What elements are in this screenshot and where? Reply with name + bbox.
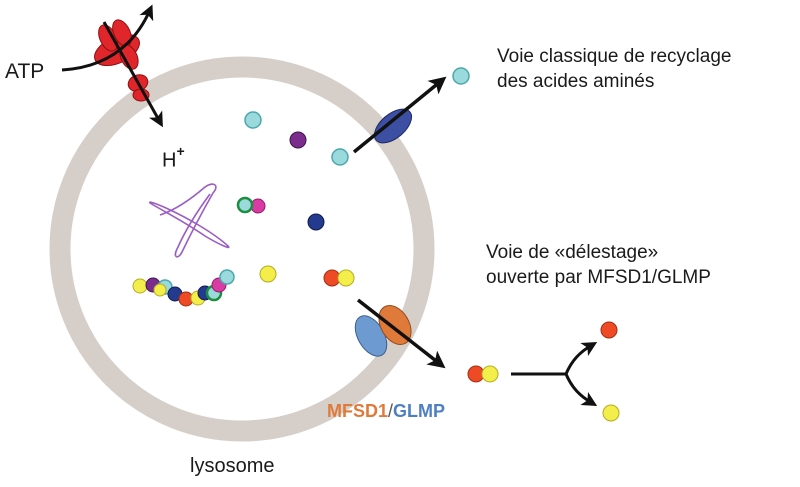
proton-label: H+ [162,143,185,172]
classic-pathway-label: Voie classique de recyclage des acides a… [497,44,731,94]
exported-yellow-residue [481,365,499,383]
proton-charge: + [176,143,185,159]
proton-influx-arrow [102,21,163,128]
glmp-label: GLMP [393,401,446,421]
delestage-pathway-label: Voie de «délestage» ouverte par MFSD1/GL… [486,240,711,290]
amino-acid-green [236,196,254,214]
released-yellow-amino-acid [602,404,620,422]
exported-amino-acid [452,67,470,85]
lysosome-membrane [49,56,435,442]
classic-transporter [373,108,413,144]
amino-acid-yellow [259,265,277,283]
atp-label: ATP [5,60,45,83]
delestage-export-arrow [356,298,446,369]
delestage-pathway-line1: Voie de «délestage» [486,242,659,263]
proton-symbol: H [162,149,177,172]
unfolded-protein [148,183,230,258]
delestage-pathway-line2: ouverte par MFSD1/GLMP [486,267,711,288]
transporter-separator: / [388,401,394,421]
lysosome-label: lysosome [190,455,275,477]
split-arrow-down [564,373,598,407]
amino-acid-cyan [331,148,349,166]
mfsd1-label: MFSD1 [327,401,389,421]
amino-acid-yellow [337,269,355,287]
amino-acid-navy [307,213,325,231]
classic-export-arrow [352,76,447,154]
amino-acid-cyan [244,111,262,129]
atp-hydrolysis-arrow [61,4,154,72]
amino-acid-purple [289,131,307,149]
classic-pathway-line2: des acides aminés [497,71,655,92]
split-arrow-up [564,341,598,375]
peptide-chain [132,269,235,307]
classic-pathway-line1: Voie classique de recyclage [497,46,732,67]
released-red-amino-acid [600,321,618,339]
transporter-label: MFSD1/GLMP [327,400,445,422]
